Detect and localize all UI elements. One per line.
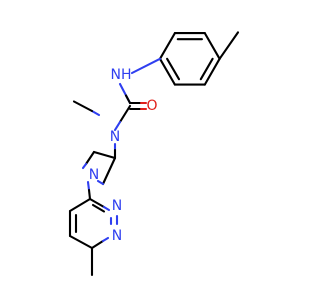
azetidine-n-label: N (89, 167, 99, 183)
carbonyl-double-bond (128, 101, 148, 111)
tolyl-methyl-bond (218, 31, 240, 60)
carbonyl-n-bond (118, 104, 132, 124)
azetidine-pyridazine-bond (86, 180, 91, 192)
nh-ring-bond (130, 57, 162, 75)
n-methyl-bond (90, 109, 101, 117)
urea-n-label: N (110, 129, 120, 145)
pyridazine-ring (68, 197, 119, 250)
amide-nh-label: NH (111, 67, 132, 83)
pyridazine-n2-label: N (112, 228, 122, 244)
molecule-diagram: NH O N N N N (68, 31, 240, 277)
azetidine-ring (81, 150, 117, 186)
tolyl-ring (158, 32, 221, 86)
urea-oxygen-label: O (146, 98, 157, 114)
pyridazine-n1-label: N (112, 198, 122, 214)
structure-svg: NH O N N N N (68, 31, 240, 277)
